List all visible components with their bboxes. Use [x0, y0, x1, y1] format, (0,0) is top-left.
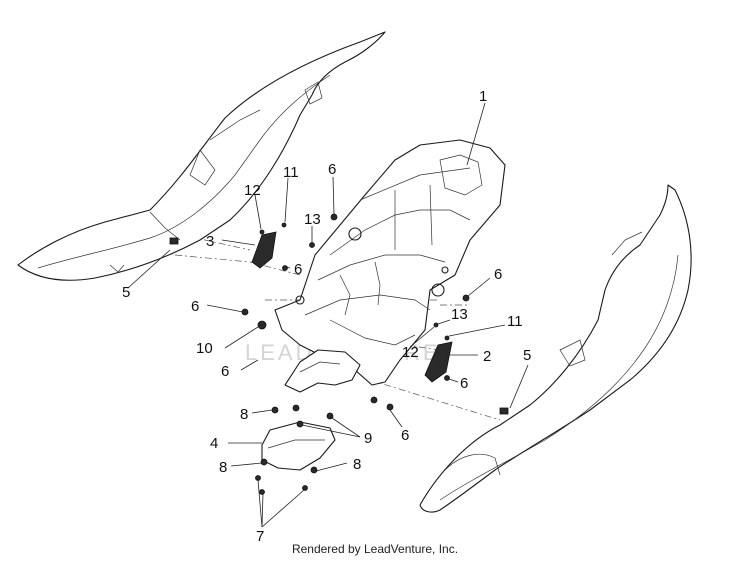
- callout-5-left: 5: [122, 284, 130, 301]
- right-grab-handle: [424, 341, 453, 383]
- callout-1: 1: [479, 88, 487, 105]
- callout-2: 2: [483, 348, 491, 365]
- leader-lines: [127, 102, 529, 528]
- washer: [259, 229, 265, 235]
- callout-13: 13: [451, 306, 468, 323]
- callout-8: 8: [353, 456, 361, 473]
- callout-6: 6: [460, 375, 468, 392]
- callout-12: 12: [402, 344, 419, 361]
- washer: [296, 420, 304, 428]
- screw: [444, 375, 450, 381]
- washer: [444, 335, 450, 341]
- screw: [255, 475, 261, 481]
- callout-6: 6: [191, 298, 199, 315]
- fasteners: [241, 213, 470, 495]
- left-side-fairing: [17, 31, 386, 281]
- grommet: [257, 320, 267, 330]
- license-plate-holder: [261, 421, 336, 471]
- callout-4: 4: [210, 435, 218, 452]
- callout-7: 7: [256, 528, 264, 545]
- fairing-clip: [169, 237, 179, 245]
- callout-8: 8: [240, 406, 248, 423]
- lower-bracket: [284, 349, 361, 393]
- callout-6: 6: [401, 427, 409, 444]
- callout-13: 13: [304, 211, 321, 228]
- washer: [326, 412, 334, 420]
- callout-11: 11: [283, 164, 299, 181]
- screw: [330, 213, 338, 221]
- callout-3: 3: [206, 233, 214, 250]
- screw: [309, 242, 315, 248]
- nut: [271, 406, 279, 414]
- bolt: [281, 222, 287, 228]
- callout-11: 11: [507, 313, 523, 330]
- rear-undertray: [274, 139, 506, 386]
- callouts: 1 2 3 4 5 5 6 6 6 6 6 6 6 7 8 8 8 9 10 1…: [122, 88, 531, 545]
- nut: [292, 404, 300, 412]
- screw: [462, 294, 470, 302]
- screw: [386, 403, 394, 411]
- callout-12: 12: [244, 182, 261, 199]
- footer-credit: Rendered by LeadVenture, Inc.: [291, 542, 459, 556]
- fairing-clip: [499, 407, 509, 415]
- left-grab-handle: [251, 231, 277, 269]
- nut: [260, 458, 268, 466]
- right-side-fairing: [419, 184, 692, 513]
- callout-5-right: 5: [523, 347, 531, 364]
- callout-9: 9: [364, 430, 372, 447]
- callout-6: 6: [328, 161, 336, 178]
- nut: [310, 466, 318, 474]
- callout-6: 6: [294, 261, 302, 278]
- screw: [282, 265, 288, 271]
- bolt: [433, 322, 439, 328]
- screw: [259, 489, 265, 495]
- screw: [302, 485, 308, 491]
- screw: [370, 396, 378, 404]
- callout-10: 10: [196, 340, 213, 357]
- callout-6: 6: [221, 363, 229, 380]
- callout-6: 6: [494, 266, 502, 283]
- callout-8: 8: [219, 459, 227, 476]
